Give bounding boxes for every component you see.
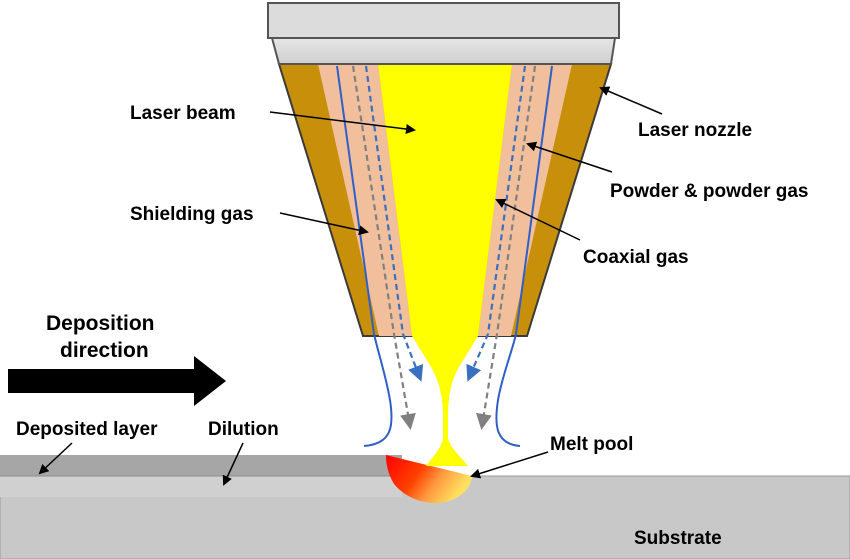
label-dilution: Dilution — [208, 419, 279, 440]
dilution-band — [0, 476, 402, 497]
laser-beam — [378, 64, 512, 466]
label-laser-nozzle: Laser nozzle — [638, 120, 752, 141]
label-powder-gas: Powder & powder gas — [610, 181, 808, 202]
coaxial-gas-arrow-left — [351, 65, 416, 430]
powder-channel-left — [318, 64, 412, 336]
leader-laser-beam — [269, 111, 416, 134]
leader-dilution — [222, 442, 244, 486]
label-shielding-gas: Shielding gas — [130, 204, 254, 225]
label-coaxial-gas: Coaxial gas — [583, 247, 689, 268]
leader-powder-gas — [526, 141, 613, 173]
label-laser-beam: Laser beam — [130, 103, 236, 124]
powder-channel-right — [478, 64, 572, 336]
powder-gas-arrow-left — [364, 65, 424, 382]
leader-deposited-layer — [38, 442, 73, 475]
label-deposition-direction-line2: direction — [60, 339, 149, 362]
leader-laser-nozzle — [599, 86, 663, 115]
nozzle-cap-bottom — [270, 37, 617, 65]
label-melt-pool: Melt pool — [550, 434, 633, 455]
label-deposited-layer: Deposited layer — [16, 419, 158, 440]
leader-melt-pool — [470, 451, 549, 479]
shielding-gas-line-left — [336, 65, 393, 447]
nozzle-cap-top — [267, 2, 620, 39]
leader-coaxial-gas — [495, 198, 581, 241]
coaxial-gas-arrow-right — [476, 65, 537, 430]
label-deposition-direction-line1: Deposition — [46, 312, 155, 335]
powder-gas-arrow-right — [466, 65, 527, 382]
label-substrate: Substrate — [634, 528, 722, 549]
shielding-gas-line-right — [495, 65, 553, 447]
melt-pool — [386, 455, 472, 504]
leader-shielding-gas — [279, 212, 369, 236]
deposition-direction-arrow — [8, 356, 226, 406]
